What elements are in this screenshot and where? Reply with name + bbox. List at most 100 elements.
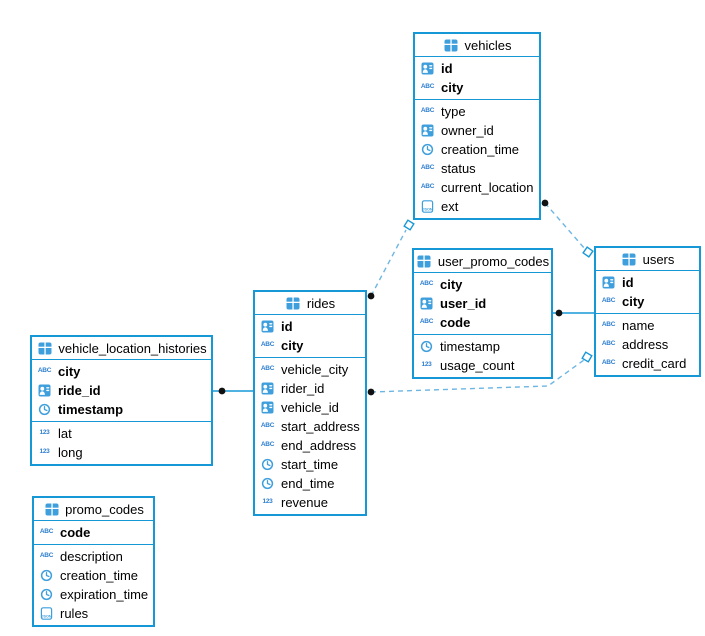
column-name: creation_time bbox=[441, 142, 520, 157]
relation-rides-vehicles[interactable] bbox=[367, 219, 415, 300]
table-header[interactable]: vehicle_location_histories bbox=[32, 337, 211, 360]
abc-type-icon: ABC bbox=[39, 528, 54, 536]
table-header[interactable]: users bbox=[596, 248, 699, 271]
table-header[interactable]: user_promo_codes bbox=[414, 250, 551, 273]
abc-type-icon: ABC bbox=[601, 297, 616, 305]
relation-vehicle_location_histories-rides[interactable] bbox=[213, 387, 253, 395]
table-icon bbox=[36, 341, 53, 355]
column-name: name bbox=[622, 318, 655, 333]
column-row: creation_time bbox=[34, 566, 153, 585]
column-row: vehicle_id bbox=[255, 398, 365, 417]
column-name: start_time bbox=[281, 457, 339, 472]
column-row: ABC city bbox=[414, 275, 551, 294]
column-name: end_address bbox=[281, 438, 357, 453]
column-row: rider_id bbox=[255, 379, 365, 398]
abc-type-icon: ABC bbox=[420, 164, 435, 172]
column-name: city bbox=[440, 277, 463, 292]
column-name: id bbox=[441, 61, 453, 76]
abc-type-icon: ABC bbox=[260, 422, 275, 430]
abc-type-icon: ABC bbox=[419, 280, 434, 288]
abc-type-icon: ABC bbox=[260, 441, 275, 449]
table-icon bbox=[416, 254, 433, 268]
table-header[interactable]: vehicles bbox=[415, 34, 539, 57]
column-row: owner_id bbox=[415, 121, 539, 140]
column-name: timestamp bbox=[440, 339, 500, 354]
column-name: long bbox=[58, 445, 83, 460]
svg-text:JSON: JSON bbox=[422, 208, 433, 212]
clock-type-icon bbox=[36, 403, 53, 417]
id-badge-type-icon bbox=[259, 320, 276, 334]
column-name: ride_id bbox=[58, 383, 101, 398]
column-name: vehicle_city bbox=[281, 362, 349, 377]
column-name: rider_id bbox=[281, 381, 325, 396]
column-row: start_time bbox=[255, 455, 365, 474]
table-icon bbox=[443, 38, 460, 52]
column-name: vehicle_id bbox=[281, 400, 339, 415]
id-badge-type-icon bbox=[419, 124, 436, 138]
relation-one-end-marker bbox=[581, 351, 593, 363]
123-type-icon: 123 bbox=[421, 361, 432, 369]
clock-type-icon bbox=[418, 340, 435, 354]
column-name: revenue bbox=[281, 495, 328, 510]
column-name: owner_id bbox=[441, 123, 494, 138]
abc-type-icon: ABC bbox=[601, 340, 616, 348]
abc-type-icon: ABC bbox=[601, 359, 616, 367]
column-name: current_location bbox=[441, 180, 534, 195]
clock-type-icon bbox=[38, 588, 55, 602]
column-row: ABC address bbox=[596, 335, 699, 354]
column-row: timestamp bbox=[414, 337, 551, 356]
table-name: users bbox=[642, 251, 675, 267]
column-name: user_id bbox=[440, 296, 487, 311]
clock-type-icon bbox=[419, 143, 436, 157]
column-row: creation_time bbox=[415, 140, 539, 159]
abc-type-icon: ABC bbox=[420, 107, 435, 115]
column-name: ext bbox=[441, 199, 459, 214]
abc-type-icon: ABC bbox=[419, 318, 434, 326]
id-badge-type-icon bbox=[418, 297, 435, 311]
column-row: user_id bbox=[414, 294, 551, 313]
table-name: vehicle_location_histories bbox=[58, 340, 207, 356]
id-badge-type-icon bbox=[259, 401, 276, 415]
column-name: city bbox=[441, 80, 464, 95]
column-name: type bbox=[441, 104, 466, 119]
relation-one-end-marker bbox=[582, 246, 594, 258]
id-badge-type-icon bbox=[600, 276, 617, 290]
table-header[interactable]: rides bbox=[255, 292, 365, 315]
column-name: address bbox=[622, 337, 669, 352]
column-row: end_time bbox=[255, 474, 365, 493]
abc-type-icon: ABC bbox=[39, 552, 54, 560]
json-type-icon: JSON bbox=[38, 607, 55, 621]
table-header[interactable]: promo_codes bbox=[34, 498, 153, 521]
column-name: id bbox=[281, 319, 293, 334]
column-row: JSON ext bbox=[415, 197, 539, 216]
column-name: timestamp bbox=[58, 402, 124, 417]
column-row: id bbox=[255, 317, 365, 336]
id-badge-type-icon bbox=[36, 384, 53, 398]
table-name: user_promo_codes bbox=[437, 253, 550, 269]
relation-user_promo_codes-users[interactable] bbox=[553, 309, 594, 317]
